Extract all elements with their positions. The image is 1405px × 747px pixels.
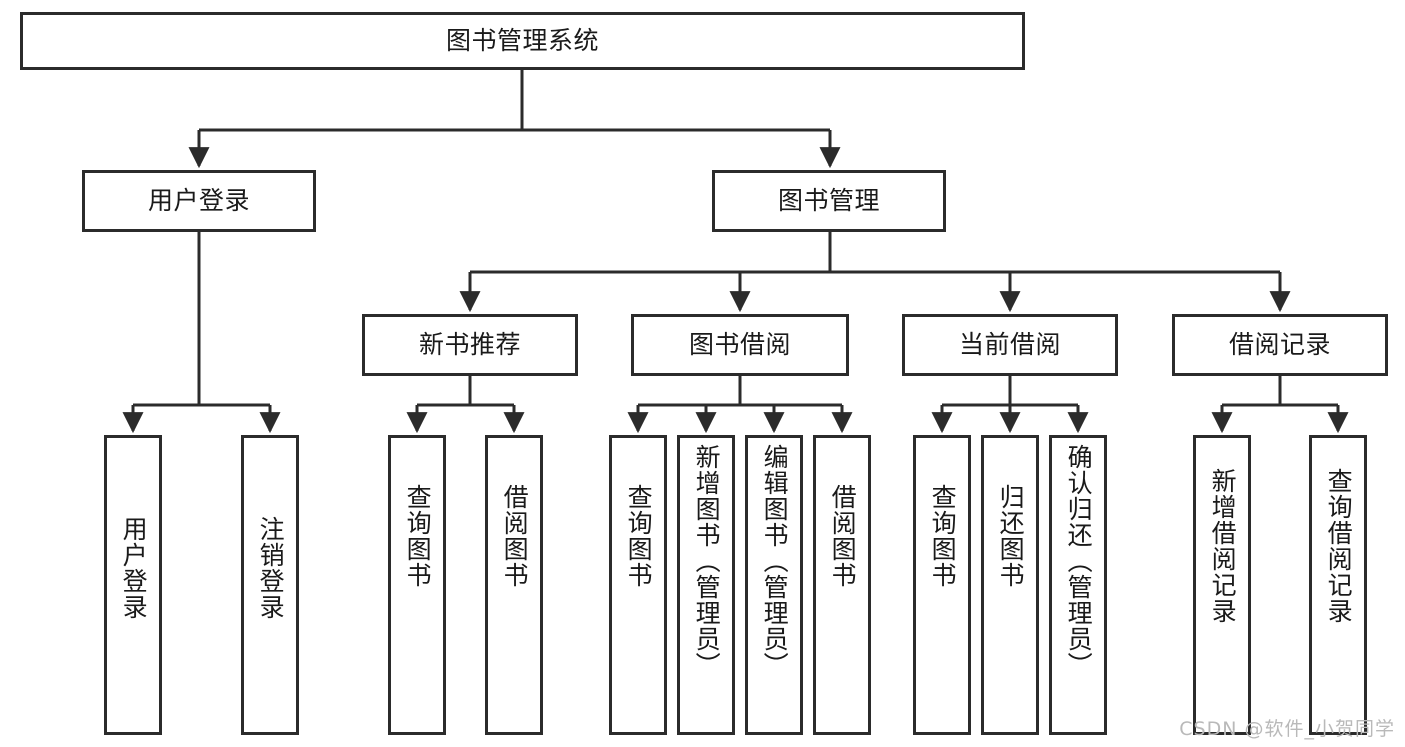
leaf-current-borrow-return[interactable]: 归还图书 <box>981 435 1039 735</box>
leaf-label: 用户登录 <box>119 516 149 620</box>
node-label: 图书管理 <box>777 186 880 216</box>
leaf-label: 查询图书 <box>403 484 433 588</box>
leaf-book-borrow-query[interactable]: 查询图书 <box>609 435 667 735</box>
node-root-book-management-system[interactable]: 图书管理系统 <box>20 12 1025 70</box>
node-new-book-recommend[interactable]: 新书推荐 <box>362 314 578 376</box>
leaf-borrow-record-query[interactable]: 查询借阅记录 <box>1309 435 1367 735</box>
leaf-label: 归还图书 <box>996 484 1026 588</box>
leaf-label: 新增借阅记录 <box>1208 468 1238 624</box>
leaf-label: 新增图书（管理员） <box>692 444 722 678</box>
node-label: 用户登录 <box>147 186 250 216</box>
leaf-current-borrow-query[interactable]: 查询图书 <box>913 435 971 735</box>
node-label: 当前借阅 <box>958 330 1061 360</box>
watermark-text: CSDN @软件_小贺同学 <box>1179 718 1395 740</box>
leaf-label: 确认归还（管理员） <box>1064 444 1094 678</box>
leaf-label: 借阅图书 <box>500 484 530 588</box>
leaf-label: 注销登录 <box>256 516 286 620</box>
leaf-book-borrow-edit[interactable]: 编辑图书（管理员） <box>745 435 803 735</box>
node-user-login[interactable]: 用户登录 <box>82 170 316 232</box>
leaf-borrow-record-add[interactable]: 新增借阅记录 <box>1193 435 1251 735</box>
leaf-current-borrow-confirm-return[interactable]: 确认归还（管理员） <box>1049 435 1107 735</box>
node-book-borrow[interactable]: 图书借阅 <box>631 314 849 376</box>
leaf-book-borrow-add[interactable]: 新增图书（管理员） <box>677 435 735 735</box>
leaf-label: 查询图书 <box>624 484 654 588</box>
node-current-borrow[interactable]: 当前借阅 <box>902 314 1118 376</box>
leaf-new-book-query[interactable]: 查询图书 <box>388 435 446 735</box>
leaf-label: 编辑图书（管理员） <box>760 444 790 678</box>
node-book-management[interactable]: 图书管理 <box>712 170 946 232</box>
node-borrow-record[interactable]: 借阅记录 <box>1172 314 1388 376</box>
node-label: 图书管理系统 <box>445 26 599 56</box>
leaf-new-book-borrow[interactable]: 借阅图书 <box>485 435 543 735</box>
leaf-book-borrow-borrow[interactable]: 借阅图书 <box>813 435 871 735</box>
leaf-label: 查询图书 <box>928 484 958 588</box>
leaf-user-login-login[interactable]: 用户登录 <box>104 435 162 735</box>
node-label: 图书借阅 <box>688 330 791 360</box>
node-label: 借阅记录 <box>1228 330 1331 360</box>
leaf-label: 查询借阅记录 <box>1324 468 1354 624</box>
leaf-label: 借阅图书 <box>828 484 858 588</box>
node-label: 新书推荐 <box>418 330 521 360</box>
leaf-user-login-logout[interactable]: 注销登录 <box>241 435 299 735</box>
